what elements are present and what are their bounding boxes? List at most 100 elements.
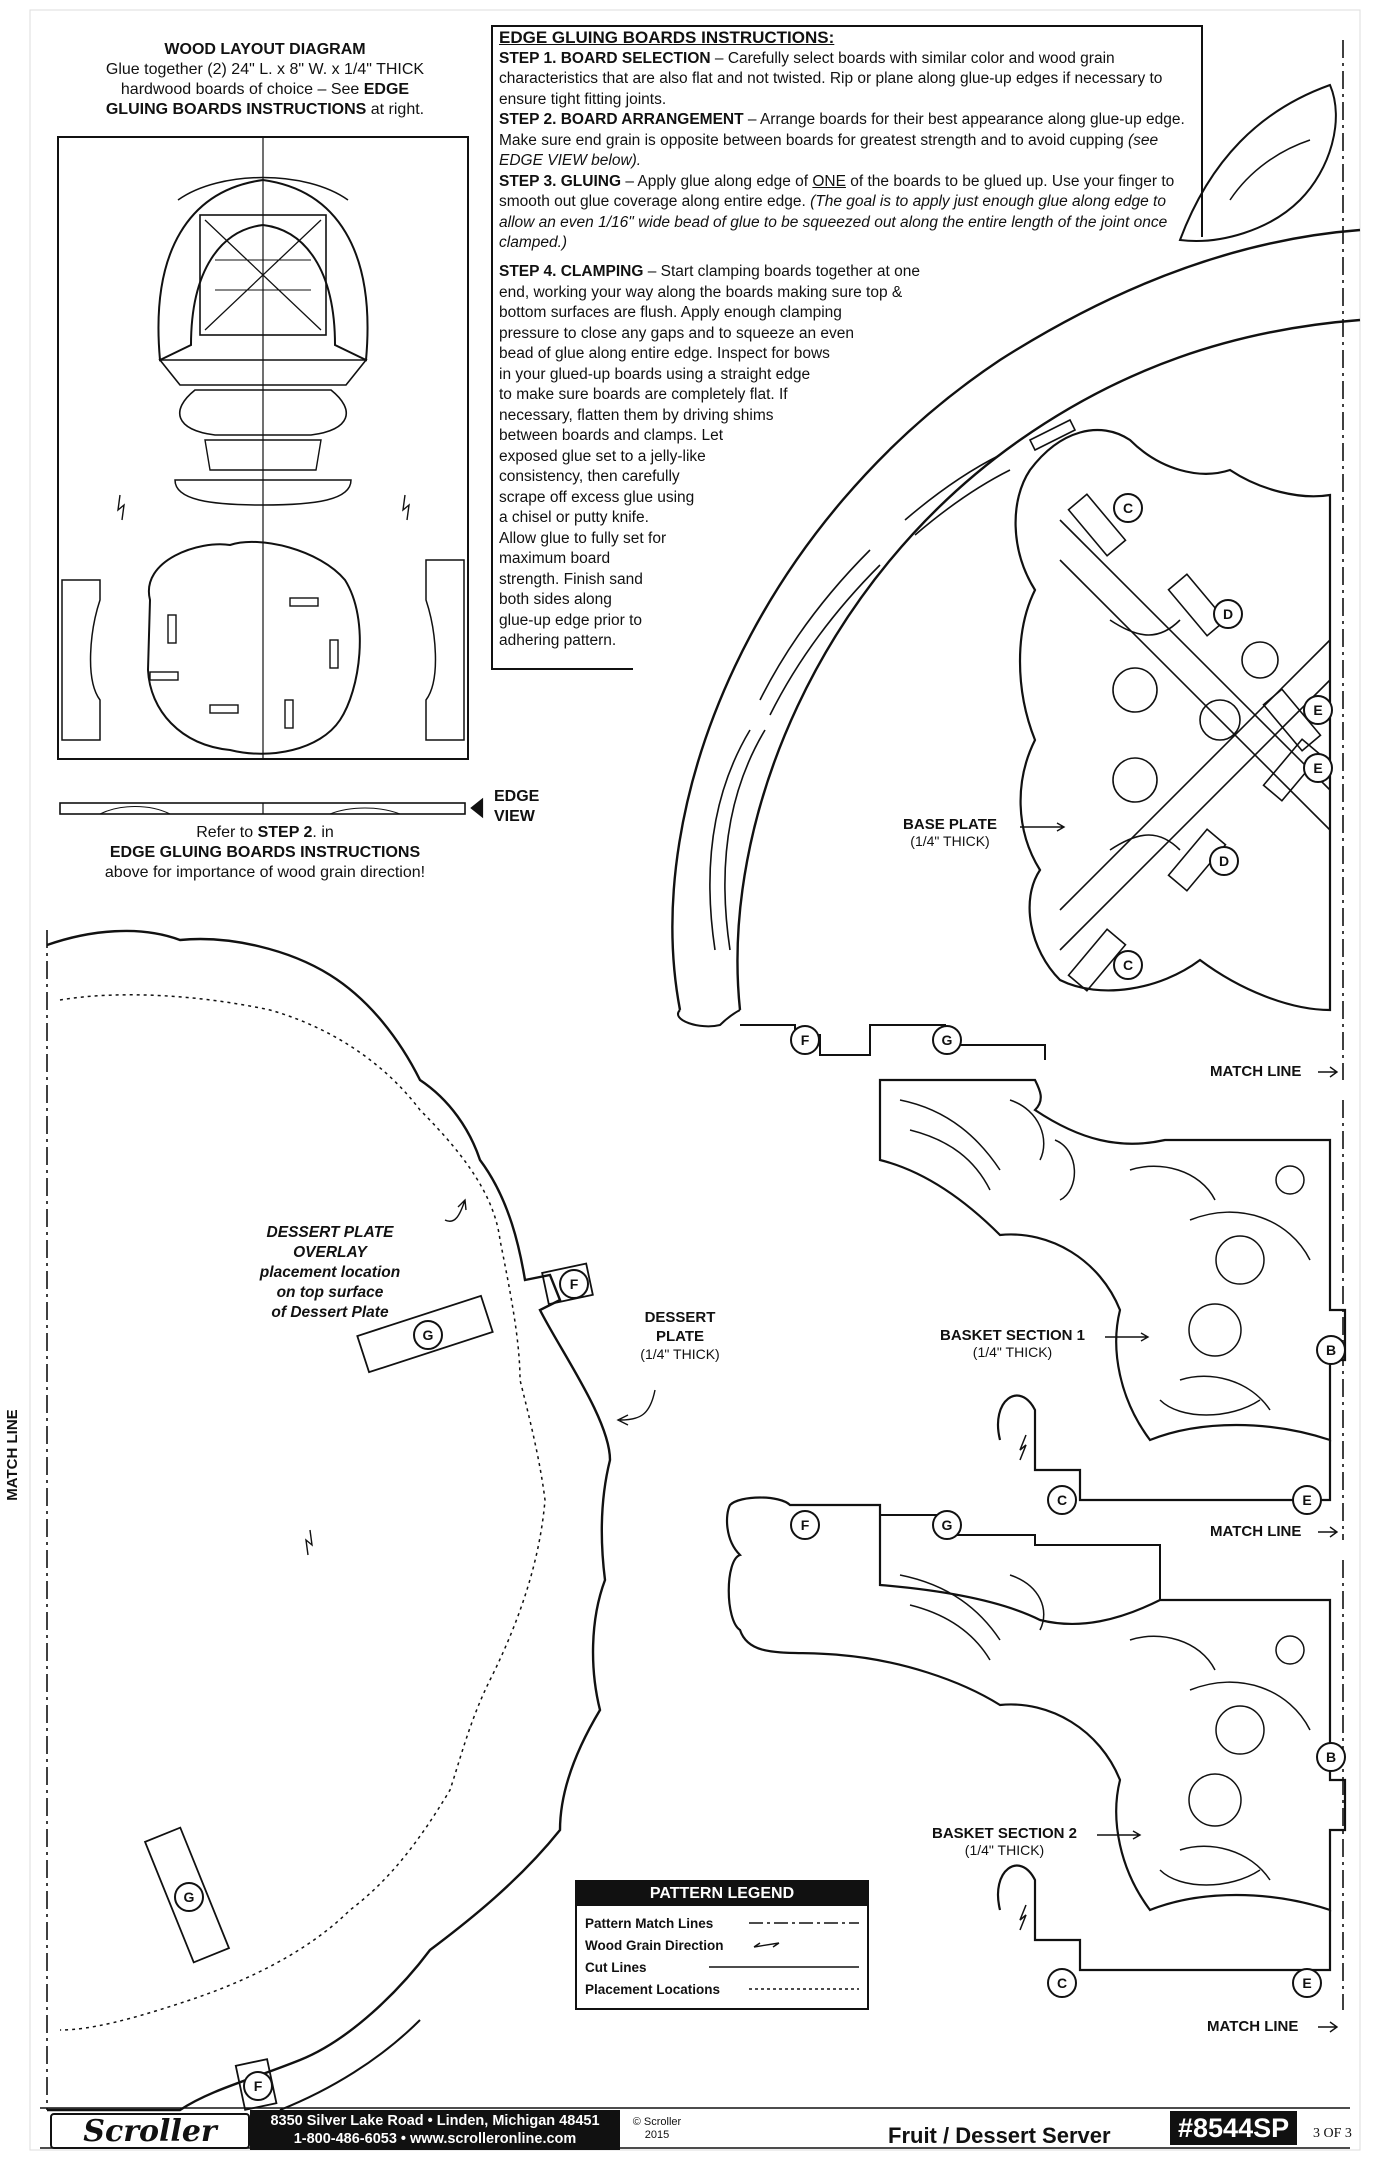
overlay-line: OVERLAY bbox=[293, 1244, 367, 1261]
tag-d: D bbox=[1213, 599, 1243, 629]
step-4-line: in your glued-up boards using a straight… bbox=[499, 365, 811, 383]
legend-row-placement: Placement Locations bbox=[585, 1978, 859, 2000]
step-4-line: strength. Finish sand bbox=[499, 570, 643, 588]
tag-d: D bbox=[1209, 846, 1239, 876]
overlay-note: DESSERT PLATE OVERLAY placement location… bbox=[230, 1223, 430, 1323]
step-4-line: adhering pattern. bbox=[499, 632, 617, 649]
edge-view-label-2: VIEW bbox=[494, 808, 535, 825]
match-line-swatch bbox=[749, 1922, 859, 1924]
layout-line-2a: hardwood boards of choice – See bbox=[120, 81, 364, 98]
step-4-line: exposed glue set to a jelly-like bbox=[499, 447, 706, 465]
edge-view-label: EDGE VIEW bbox=[494, 787, 539, 827]
overlay-line: placement location bbox=[259, 1264, 401, 1281]
brand-logo: Scroller bbox=[50, 2113, 250, 2149]
step-4-line: between boards and clamps. Let bbox=[499, 427, 724, 444]
step-3-text-b: of the boards to be glued up. Use your f… bbox=[499, 172, 1175, 211]
legend-row-cut: Cut Lines bbox=[585, 1956, 859, 1978]
step-1-label: STEP 1. BOARD SELECTION bbox=[499, 49, 711, 67]
basket-1-thickness: (1/4" THICK) bbox=[972, 1344, 1053, 1360]
step-2-label: STEP 2. BOARD ARRANGEMENT bbox=[499, 111, 744, 128]
tag-e: E bbox=[1303, 753, 1333, 783]
layout-line-3b: at right. bbox=[366, 101, 425, 118]
dessert-plate-thickness: (1/4" THICK) bbox=[640, 1346, 720, 1362]
step-4-line: pressure to close any gaps and to squeez… bbox=[499, 324, 855, 342]
edge-note-1: Refer to STEP 2. in bbox=[50, 823, 480, 843]
layout-line-3: GLUING BOARDS INSTRUCTIONS at right. bbox=[60, 100, 470, 120]
base-plate-thickness: (1/4" THICK) bbox=[910, 833, 990, 849]
overlay-line: DESSERT PLATE bbox=[266, 1224, 394, 1241]
legend-label: Cut Lines bbox=[585, 1959, 647, 1975]
basket-1-name: BASKET SECTION 1 bbox=[939, 1327, 1086, 1344]
layout-line-3a: GLUING BOARDS INSTRUCTIONS bbox=[105, 101, 367, 118]
dessert-plate-name-2: PLATE bbox=[655, 1328, 705, 1345]
footer-address-block: 8350 Silver Lake Road • Linden, Michigan… bbox=[250, 2110, 620, 2150]
tag-f: F bbox=[790, 1510, 820, 1540]
match-line-label-3: MATCH LINE bbox=[1207, 2018, 1299, 2035]
edge-note-2: EDGE GLUING BOARDS INSTRUCTIONS bbox=[109, 844, 421, 861]
tag-e: E bbox=[1292, 1968, 1322, 1998]
match-line-label-1: MATCH LINE bbox=[1210, 1063, 1302, 1080]
tag-b: B bbox=[1316, 1742, 1346, 1772]
match-line-label-2: MATCH LINE bbox=[1210, 1523, 1302, 1540]
step-2: STEP 2. BOARD ARRANGEMENT – Arrange boar… bbox=[499, 110, 1194, 172]
edge-note-1b: STEP 2 bbox=[257, 824, 313, 841]
step-4-line: bead of glue along entire edge. Inspect … bbox=[499, 345, 830, 362]
legend-label: Wood Grain Direction bbox=[585, 1937, 724, 1953]
tag-c: C bbox=[1113, 950, 1143, 980]
step-4-label: STEP 4. CLAMPING bbox=[499, 263, 644, 280]
base-plate-name: BASE PLATE bbox=[903, 816, 997, 833]
step-4: STEP 4. CLAMPING – Start clamping boards… bbox=[499, 262, 1039, 652]
basket-2-thickness: (1/4" THICK) bbox=[964, 1842, 1045, 1858]
legend-row-match: Pattern Match Lines bbox=[585, 1912, 859, 1934]
step-4-line: Allow glue to fully set for bbox=[499, 529, 667, 547]
step-3-one: ONE bbox=[812, 172, 846, 190]
instructions-frame-left bbox=[491, 25, 633, 670]
legend-label: Pattern Match Lines bbox=[585, 1915, 714, 1931]
step-3-label: STEP 3. GLUING bbox=[499, 172, 622, 190]
layout-line-2: hardwood boards of choice – See EDGE bbox=[60, 80, 470, 100]
dessert-plate-name-1: DESSERT bbox=[644, 1309, 716, 1326]
legend-label: Placement Locations bbox=[585, 1981, 721, 1997]
step-4-line: to make sure boards are completely flat.… bbox=[499, 386, 788, 403]
step-1-text: – Carefully select boards with similar c… bbox=[499, 49, 1163, 108]
instructions-heading: EDGE GLUING BOARDS INSTRUCTIONS: bbox=[499, 28, 835, 47]
step-2-italic: (see EDGE VIEW below). bbox=[499, 131, 1159, 170]
wood-layout-heading: WOOD LAYOUT DIAGRAM Glue together (2) 24… bbox=[60, 40, 470, 120]
copyright-year: 2015 bbox=[644, 2129, 670, 2141]
pattern-legend: PATTERN LEGEND Pattern Match Lines Wood … bbox=[575, 1880, 869, 2010]
overlay-line: on top surface bbox=[276, 1284, 384, 1301]
product-number: #8544SP bbox=[1170, 2111, 1298, 2145]
basket-section-1-label: BASKET SECTION 1 (1/4" THICK) bbox=[920, 1327, 1105, 1361]
layout-line-2b: EDGE bbox=[363, 81, 410, 98]
tag-g: G bbox=[174, 1882, 204, 1912]
tag-f: F bbox=[790, 1025, 820, 1055]
page-number: 3 OF 3 bbox=[1313, 2126, 1352, 2141]
tag-c: C bbox=[1047, 1485, 1077, 1515]
layout-line-1: Glue together (2) 24" L. x 8" W. x 1/4" … bbox=[105, 61, 425, 78]
copyright-text: © Scroller bbox=[632, 2116, 682, 2128]
tag-e: E bbox=[1303, 695, 1333, 725]
edge-note-3: above for importance of wood grain direc… bbox=[104, 864, 426, 881]
legend-row-grain: Wood Grain Direction bbox=[585, 1934, 859, 1956]
placement-line-swatch bbox=[749, 1988, 859, 1990]
step-3-text-a: – Apply glue along edge of bbox=[621, 172, 813, 190]
layout-title: WOOD LAYOUT DIAGRAM bbox=[164, 41, 366, 58]
basket-section-2-label: BASKET SECTION 2 (1/4" THICK) bbox=[912, 1825, 1097, 1859]
step-4-line: glue-up edge prior to bbox=[499, 611, 643, 629]
step-4-line: end, working your way along the boards m… bbox=[499, 283, 903, 301]
step-4-line: both sides along bbox=[499, 591, 612, 608]
step-3: STEP 3. GLUING – Apply glue along edge o… bbox=[499, 172, 1194, 254]
step-4-line: necessary, flatten them by driving shims bbox=[499, 406, 774, 424]
step-3-italic: (The goal is to apply just enough glue a… bbox=[499, 193, 1168, 251]
tag-f: F bbox=[559, 1269, 589, 1299]
tag-c: C bbox=[1047, 1968, 1077, 1998]
footer-copyright: © Scroller 2015 bbox=[622, 2116, 692, 2142]
step-4-line: consistency, then carefully bbox=[499, 468, 680, 485]
tag-f: F bbox=[243, 2071, 273, 2101]
edge-note-1c: . in bbox=[312, 824, 334, 841]
base-plate-label: BASE PLATE (1/4" THICK) bbox=[880, 816, 1020, 850]
step-4-line: bottom surfaces are flush. Apply enough … bbox=[499, 304, 842, 321]
footer-contact: 1-800-486-6053 • www.scrolleronline.com bbox=[293, 2131, 577, 2147]
overlay-line: of Dessert Plate bbox=[271, 1304, 389, 1321]
